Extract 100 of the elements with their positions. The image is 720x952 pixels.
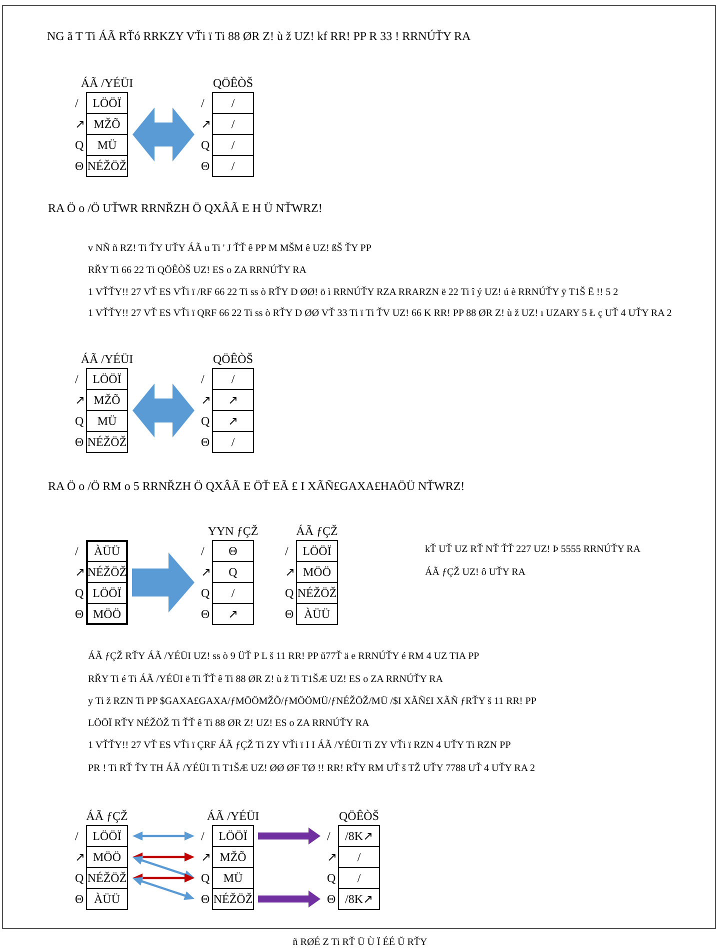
text-line: kŤ UŤ UZ RŤ NŤ ŤŤ 227 UZ! Þ 5555 RRNÚŤY RA xyxy=(425,543,640,557)
table-heading: YYN ƒÇŽ xyxy=(208,524,258,538)
row-number: Θ xyxy=(327,892,336,906)
cell-text: LÖÖÏ xyxy=(92,586,122,600)
cell-text: / xyxy=(230,96,236,110)
block-arrow xyxy=(132,384,194,438)
cell-text: LÖÖÏ xyxy=(218,829,248,843)
cell-text: NÉŽÖŽ xyxy=(87,435,127,449)
arrow xyxy=(132,852,194,862)
cell-text: / xyxy=(230,435,236,449)
row-number: ↗ xyxy=(75,565,85,579)
arrow xyxy=(132,874,194,882)
arrow xyxy=(132,856,195,879)
row-number: Θ xyxy=(201,159,210,173)
block-arrow xyxy=(132,552,194,612)
row-number: / xyxy=(201,372,204,386)
arrow xyxy=(132,832,194,840)
row-number: / xyxy=(201,544,204,558)
text-line: 1 VŤŤY!! 27 VŤ ES VŤi ï QRF 66 22 Ti ss ò RŤY D ØØ VŤ 33 Ti ï Ti ŤV UZ! 66 K RR! PP 88 ØR Z! ù ž UZ! ı UZARY 5 Ł ç UŤ 4 UŤY RA 2 xyxy=(88,307,672,321)
block-arrow xyxy=(258,828,320,844)
row-number: Q xyxy=(75,414,84,428)
cell-text: LÖÖÏ xyxy=(92,96,122,110)
text-line: RŘY Ti é Ti ÁÃ /YÉÜI ë Ti ŤŤ ê Ti 88 ØR Z! ù ž Ti T1ŠÆ UZ! ES o ZA RRNÚŤY RA xyxy=(88,673,443,687)
row-number: Q xyxy=(201,138,210,152)
text-line: RŘY Ti 66 22 Ti QÖÊÒŠ UZ! ES o ZA RRNÚŤY RA xyxy=(88,264,306,278)
cell-text: Θ xyxy=(228,544,238,558)
text-line: y Ti ž RZN Ti PP $GAXA£GAXA/ƒMÖÖMŽÕ/ƒMÖÖMÜ/ƒNÉŽÖŽ/MÜ /$I XÃÑ£I XÃÑ ƒRŤY š 11 RR! PP xyxy=(88,695,536,709)
row-number: Q xyxy=(201,871,210,885)
cell-text: MÜ xyxy=(222,871,244,885)
text-line: v NÑ ñ RZ! Ti ŤY UŤY ÁÃ u Ti ' J ŤŤ ê PP M MŠM ê UZ! ßŠ ŤY PP xyxy=(88,242,372,256)
cell-text: LÖÖÏ xyxy=(92,372,122,386)
row-number: / xyxy=(75,544,78,558)
section-heading: RA Ö o /Ö RM o 5 RRNŘZH Ö QXÂÃ E ÖŤ EÃ £ I XÃÑ£GAXA£HAÖÜ NŤWRZ! xyxy=(48,479,465,493)
cell-text: MÖÖ xyxy=(92,607,122,621)
cell-text: / xyxy=(230,586,236,600)
row-number: Θ xyxy=(75,435,84,449)
cell-text: MÜ xyxy=(96,138,118,152)
table-heading: ÁÃ /YÉÜI xyxy=(206,809,260,823)
block-arrow xyxy=(258,890,320,908)
text-line: ÁÃ ƒÇŽ UZ! ô UŤY RA xyxy=(425,566,526,580)
row-number: / xyxy=(201,829,204,843)
cell-text: ÀÜÜ xyxy=(303,607,331,621)
text-line: ÁÃ ƒÇŽ RŤY ÁÃ /YÉÜI UZ! ss ò 9 ÜŤ P L š 11 RR! PP ŭ77Ť ä e RRNÚŤY é RM 4 UZ TIA PP xyxy=(88,650,480,664)
row-number: ↗ xyxy=(327,850,337,864)
row-number: ↗ xyxy=(75,117,85,131)
row-number: / xyxy=(327,829,330,843)
table-heading: QÖÊÒŠ xyxy=(213,352,253,366)
cell-text: NÉŽÖŽ xyxy=(87,871,127,885)
text-line: 1 VŤŤY!! 27 VŤ ES VŤi ï ÇRF ÁÃ ƒÇŽ Ti ZY VŤi ï I I ÁÃ /YÉÜI Ti ZY VŤi ï RZN 4 UŤY Ti RZN PP xyxy=(88,739,511,753)
table-heading: ÁÃ /YÉÜI xyxy=(80,352,134,366)
row-number: Θ xyxy=(75,892,84,906)
row-number: / xyxy=(75,829,78,843)
row-number: ↗ xyxy=(75,393,85,407)
footer-text: ñ RØÉ Z Ti RŤ Ü Ù Ï ÉÉ Ŭ RŤY xyxy=(292,936,428,950)
row-number: Θ xyxy=(75,607,84,621)
cell-text: ↗ xyxy=(227,607,239,621)
cell-text: / xyxy=(356,850,362,864)
row-number: ↗ xyxy=(201,850,211,864)
text-line: PR ! Ti RŤ ŤY TH ÁÃ /YÉÜI Ti T1ŠÆ UZ! ØØ ØF TØ !! RR! RŤY RM UŤ š TŽ UŤY 7788 UŤ 4 UŤY RA 2 xyxy=(88,762,535,776)
text-line: 1 VŤŤY!! 27 VŤ ES VŤi ï /RF 66 22 Ti ss ò RŤY D ØØ! ö ì RRNÚŤY RZA RRARZN ë 22 Ti î ý UZ! ú è RRNÚŤY ÿ T1Š Ë !! 5 2 xyxy=(88,286,618,300)
cell-text: ↗ xyxy=(227,393,239,407)
cell-text: Q xyxy=(228,565,238,579)
cell-text: NÉŽÖŽ xyxy=(297,586,337,600)
cell-text: NÉŽÖŽ xyxy=(87,565,127,579)
cell-text: MÖÖ xyxy=(92,850,122,864)
text-line: LÖÖÏ RŤY NÉŽÖŽ Ti ŤŤ ê Ti 88 ØR Z! UZ! ES o ZA RRNÚŤY RA xyxy=(88,717,370,731)
cell-text: / xyxy=(230,372,236,386)
row-number: / xyxy=(75,372,78,386)
table-heading: ÁÃ /YÉÜI xyxy=(80,76,134,90)
row-number: Q xyxy=(75,871,84,885)
table-heading: QÖÊÒŠ xyxy=(339,809,379,823)
row-number: ↗ xyxy=(75,850,85,864)
cell-text: ÀÜÜ xyxy=(93,892,121,906)
arrow xyxy=(132,877,195,900)
row-number: / xyxy=(285,544,288,558)
table-heading: ÁÃ ƒÇŽ xyxy=(86,809,128,823)
row-number: Θ xyxy=(75,159,84,173)
row-number: / xyxy=(201,96,204,110)
cell-text: / xyxy=(230,138,236,152)
row-number: ↗ xyxy=(285,565,295,579)
row-number: / xyxy=(75,96,78,110)
cell-text: MÖÖ xyxy=(302,565,332,579)
cell-text: ÀÜÜ xyxy=(93,544,121,558)
block-arrow xyxy=(132,108,194,162)
cell-text: MÜ xyxy=(96,414,118,428)
cell-text: LÖÖÏ xyxy=(302,544,332,558)
row-number: Θ xyxy=(201,607,210,621)
row-number: Θ xyxy=(285,607,294,621)
table-heading: ÁÃ ƒÇŽ xyxy=(296,524,338,538)
cell-text: ↗ xyxy=(227,414,239,428)
row-number: ↗ xyxy=(201,117,211,131)
cell-text: / xyxy=(356,871,362,885)
cell-text: NÉŽÖŽ xyxy=(213,892,253,906)
row-number: Θ xyxy=(201,435,210,449)
cell-text: MŽÕ xyxy=(92,117,122,131)
cell-text: /8K↗ xyxy=(344,892,374,906)
table-heading: QÖÊÒŠ xyxy=(213,76,253,90)
title-text: NG ã T Ti ÁÃ RŤó RRKZY VŤi ï Ti 88 ØR Z! ù ž UZ! kf RR! PP R 33 ! RRNÚŤY RA xyxy=(47,29,471,43)
cell-text: NÉŽÖŽ xyxy=(87,159,127,173)
row-number: Q xyxy=(327,871,336,885)
